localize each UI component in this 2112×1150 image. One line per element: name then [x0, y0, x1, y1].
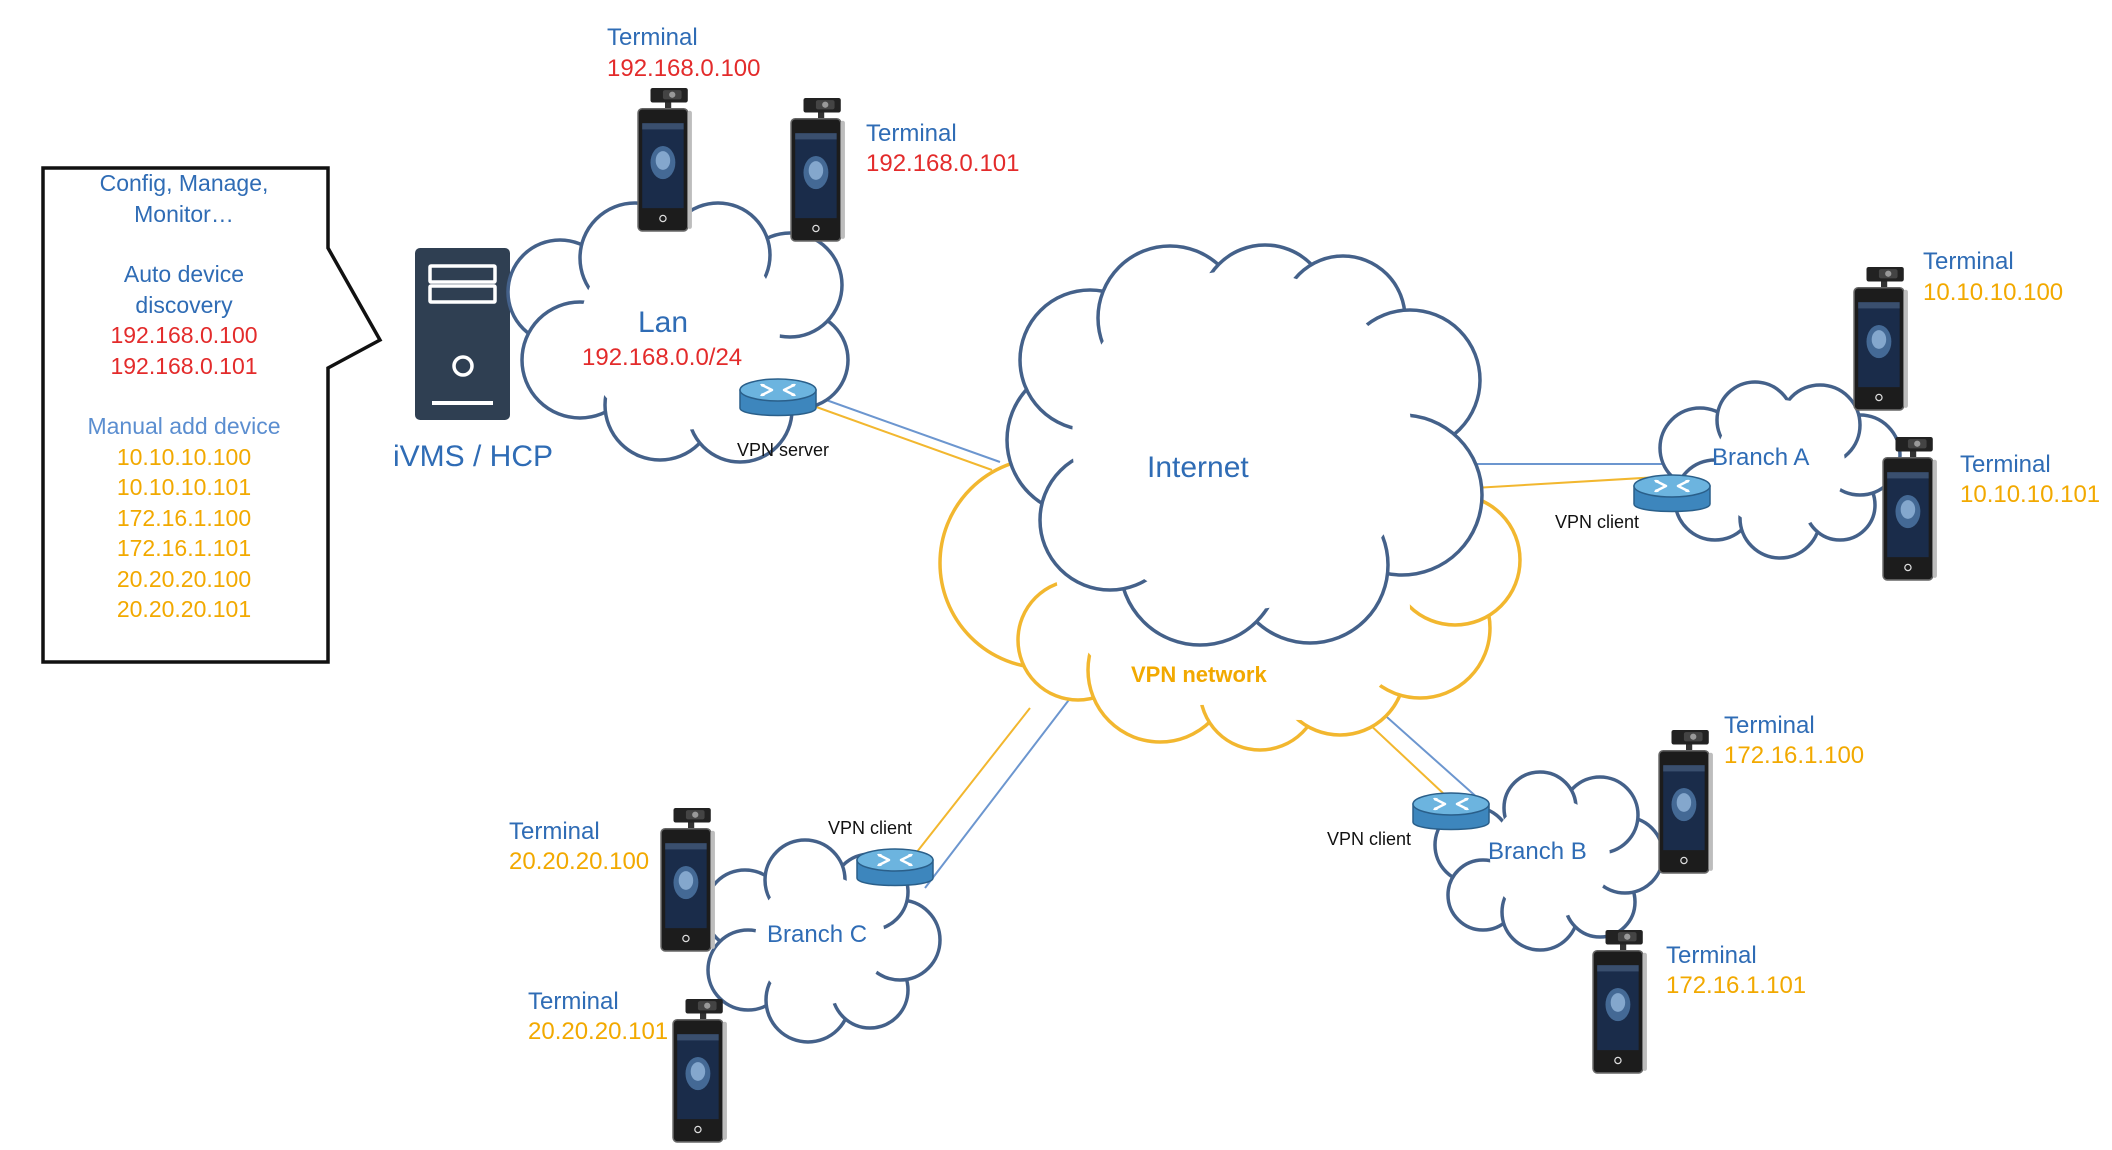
callout-line2: Monitor…: [134, 200, 234, 227]
server-icon: [415, 248, 510, 420]
terminal-title: Terminal: [607, 24, 698, 51]
branch-a-router-icon: [1632, 473, 1712, 513]
discovered-ip: 192.168.0.101: [110, 352, 258, 379]
callout-text: Config, Manage, Monitor… Auto device dis…: [44, 168, 324, 625]
vpn-server-router-icon: [738, 377, 818, 417]
server-label: iVMS / HCP: [393, 440, 554, 473]
terminal-title: Terminal: [1923, 248, 2014, 275]
terminal-title: Terminal: [509, 818, 600, 845]
manual-ip: 10.10.10.101: [116, 474, 252, 500]
branch-a-name: Branch A: [1712, 444, 1810, 471]
terminal-ip: 20.20.20.100: [509, 848, 650, 875]
manual-ip: 172.16.1.101: [116, 535, 252, 561]
terminal-device-icon: [637, 88, 693, 232]
terminal-title: Terminal: [528, 988, 619, 1015]
terminal-ip: 172.16.1.101: [1666, 972, 1807, 999]
callout-line1: Config, Manage,: [99, 170, 269, 196]
terminal-device-icon: [1592, 930, 1648, 1074]
terminal-device-icon: [790, 98, 846, 242]
lan-cloud: [506, 201, 850, 464]
vpn-server-label: VPN server: [737, 440, 830, 460]
manual-ip: 20.20.20.100: [116, 565, 252, 592]
branch-b-cloud: [1433, 770, 1665, 952]
internet-cloud: [1005, 243, 1484, 647]
terminal-title: Terminal: [866, 120, 957, 147]
branch-a-cloud: [1658, 380, 1902, 560]
terminal-title: Terminal: [1666, 942, 1757, 969]
discovery-title-line1: Auto device: [123, 261, 245, 287]
terminal-device-icon: [672, 999, 728, 1143]
terminal-device-icon: [1882, 437, 1938, 581]
branch-c-router-icon: [855, 847, 935, 887]
terminal-ip: 172.16.1.100: [1724, 742, 1865, 769]
terminal-device-icon: [660, 808, 716, 952]
vpn-network-label: VPN network: [1131, 662, 1267, 687]
discovered-ip: 192.168.0.100: [110, 322, 258, 348]
branch-a-router-label: VPN client: [1555, 512, 1640, 532]
terminal-ip: 10.10.10.101: [1960, 481, 2101, 508]
branch-b-router-icon: [1411, 791, 1491, 831]
discovery-title-line2: discovery: [135, 291, 233, 318]
manual-add-title: Manual add device: [87, 413, 281, 439]
branch-b-name: Branch B: [1488, 838, 1587, 865]
terminal-device-icon: [1658, 730, 1714, 874]
lan-name: Lan: [638, 306, 689, 339]
terminal-ip: 20.20.20.101: [528, 1018, 669, 1045]
manual-ip: 172.16.1.100: [116, 504, 252, 531]
manual-ip: 10.10.10.100: [116, 443, 252, 470]
terminal-device-icon: [1853, 267, 1909, 411]
internet-label: Internet: [1147, 451, 1249, 484]
manual-ip: 20.20.20.101: [116, 596, 252, 622]
callout-box: [41, 166, 383, 664]
terminal-ip: 10.10.10.100: [1923, 279, 2064, 306]
terminal-ip: 192.168.0.100: [607, 55, 761, 82]
lan-subnet: 192.168.0.0/24: [582, 344, 743, 371]
branch-c-name: Branch C: [767, 921, 868, 948]
terminal-ip: 192.168.0.101: [866, 150, 1020, 177]
branch-c-router-label: VPN client: [828, 818, 913, 838]
terminal-title: Terminal: [1960, 451, 2051, 478]
branch-b-router-label: VPN client: [1327, 829, 1412, 849]
terminal-title: Terminal: [1724, 712, 1815, 739]
